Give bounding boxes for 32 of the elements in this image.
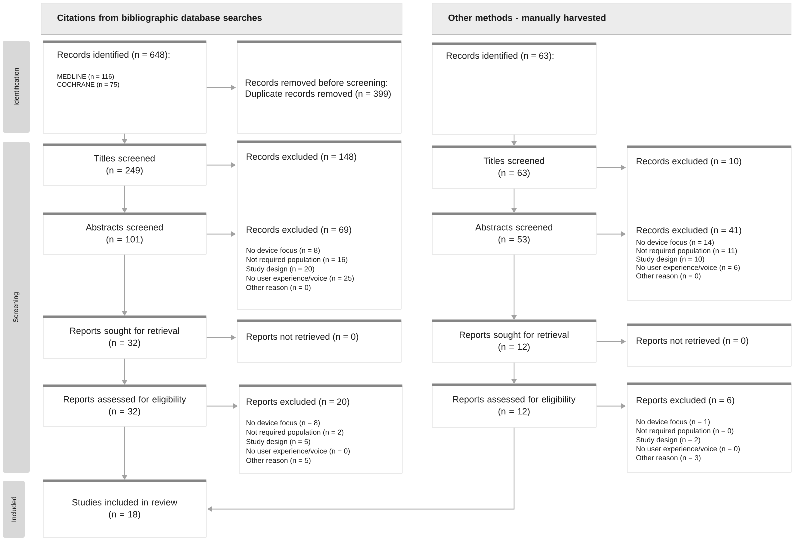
process-box — [432, 42, 597, 135]
column-header: Other methods - manually harvested — [432, 3, 792, 36]
process-box — [237, 40, 402, 134]
process-box — [627, 324, 792, 367]
box-text: Records excluded (n = 69) — [246, 226, 352, 235]
process-box — [239, 384, 403, 474]
process-box: Studies included in review (n = 18) — [43, 480, 207, 538]
process-box: Titles screened (n = 249) — [43, 144, 207, 186]
process-box: Reports assessed for eligibility (n = 12) — [432, 384, 597, 428]
box-text: Records identified (n = 63): — [446, 52, 554, 61]
box-text: Reports excluded (n = 20) — [246, 398, 350, 407]
box-text: Reports not retrieved (n = 0) — [636, 337, 748, 346]
process-box — [627, 146, 792, 301]
box-text: Records excluded (n = 148) — [246, 153, 356, 162]
process-box — [237, 140, 402, 310]
box-text: Records excluded (n = 10) — [636, 158, 742, 166]
box-text: Reports not retrieved (n = 0) — [246, 333, 358, 342]
box-text: Records removed before screening: — [246, 79, 388, 88]
process-box — [627, 382, 792, 473]
box-text: Reports excluded (n = 6) — [636, 396, 734, 406]
process-box: Reports sought for retrieval (n = 12) — [432, 320, 597, 363]
column-header: Citations from bibliographic database searches — [40, 3, 404, 36]
box-text: Duplicate records removed (n = 399) — [246, 90, 391, 99]
box-text: Records identified (n = 648): — [58, 51, 170, 60]
box-text: Records excluded (n = 41) — [636, 226, 742, 236]
process-box: Reports sought for retrieval (n = 32) — [43, 316, 207, 359]
process-box: Reports assessed for eligibility (n = 32) — [43, 384, 207, 427]
process-box — [43, 40, 207, 134]
process-box: Abstracts screened (n = 53) — [432, 212, 597, 255]
process-box — [237, 320, 402, 363]
process-box: Titles screened (n = 63) — [432, 146, 597, 189]
process-box: Abstracts screened (n = 101) — [43, 212, 207, 255]
